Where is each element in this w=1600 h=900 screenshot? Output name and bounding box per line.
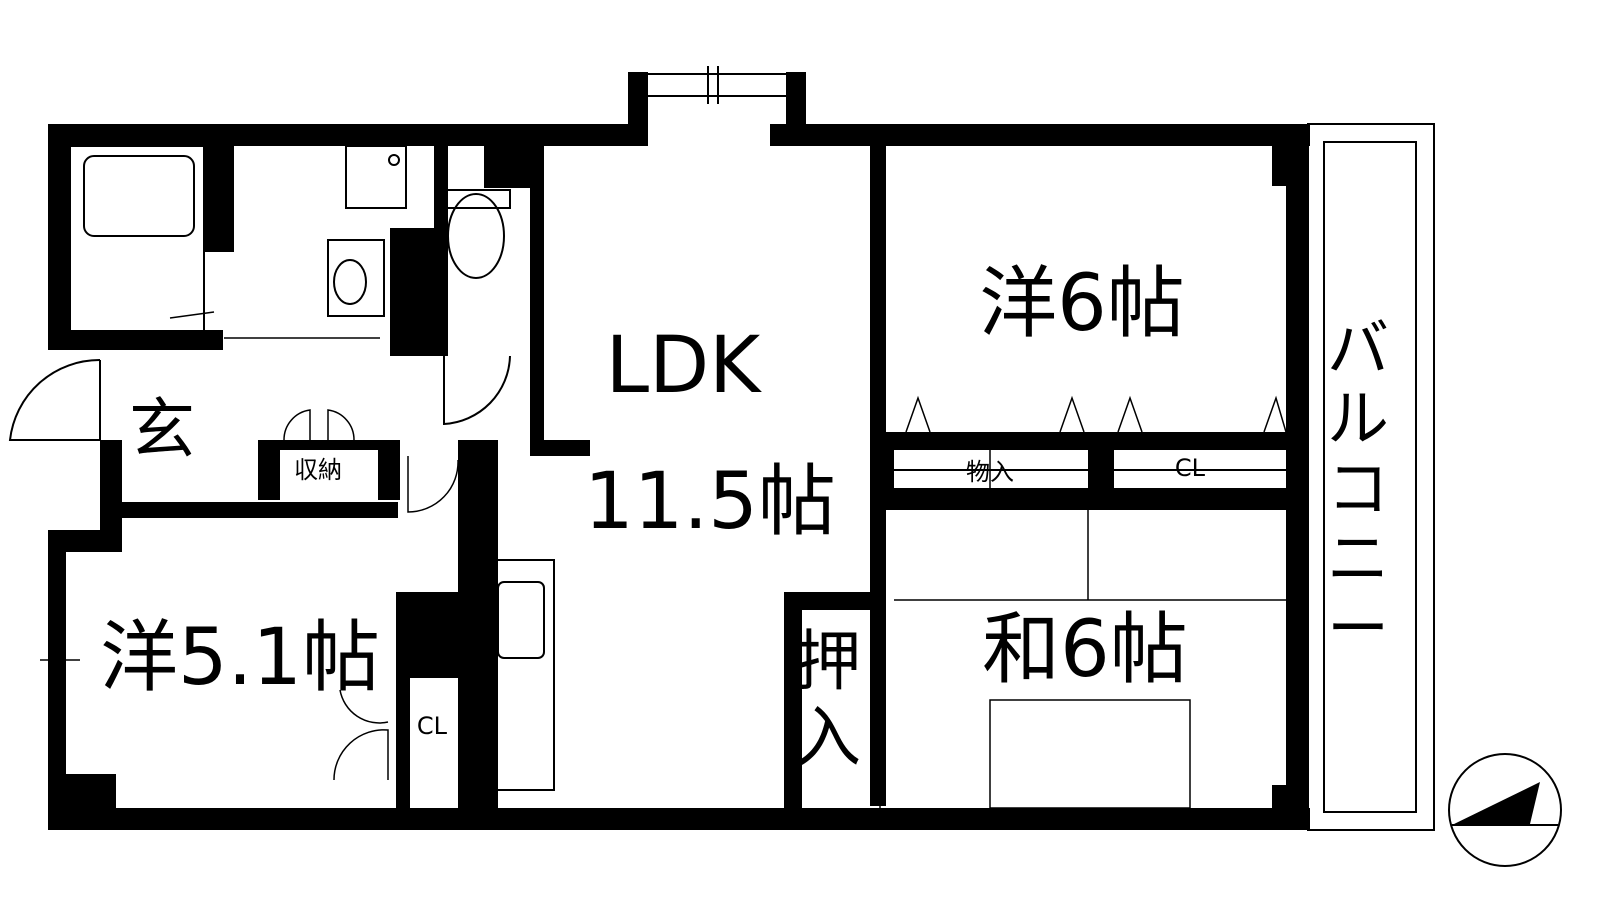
room-storeroom: 物入 xyxy=(966,458,1014,486)
outer-walls xyxy=(48,72,1310,830)
room-balcony: バ ル コ ニ ー xyxy=(1327,312,1389,665)
balcony-char: バ xyxy=(1327,312,1389,385)
fixtures xyxy=(8,66,1435,831)
toilet xyxy=(447,193,505,279)
room-western-5-1: 洋5.1帖 xyxy=(100,613,380,703)
room-entrance: 玄 xyxy=(129,391,195,468)
room-oshiire-top: 押 xyxy=(795,623,861,700)
balcony-char: コ xyxy=(1327,452,1389,525)
bathtub xyxy=(83,155,195,237)
room-ldk-size: 11.5帖 xyxy=(584,457,836,547)
room-oshiire-bottom: 入 xyxy=(795,699,861,776)
interior-walls xyxy=(122,146,1308,810)
washer xyxy=(345,145,407,209)
balcony-char: ル xyxy=(1327,382,1389,455)
washbasin xyxy=(327,239,385,317)
room-closet-small: CL xyxy=(417,712,448,740)
kitchen-counter xyxy=(483,559,555,791)
room-ldk-name: LDK xyxy=(606,321,763,411)
room-closet-north: CL xyxy=(1175,454,1206,482)
north-arrow-icon xyxy=(1448,753,1562,867)
kitchen-sink xyxy=(497,581,545,659)
room-japanese-6: 和6帖 xyxy=(982,605,1188,695)
balcony-char: ニ xyxy=(1327,522,1389,595)
room-storage: 収納 xyxy=(294,456,342,484)
balcony-char: ー xyxy=(1327,592,1389,665)
room-western-6: 洋6帖 xyxy=(979,259,1185,349)
